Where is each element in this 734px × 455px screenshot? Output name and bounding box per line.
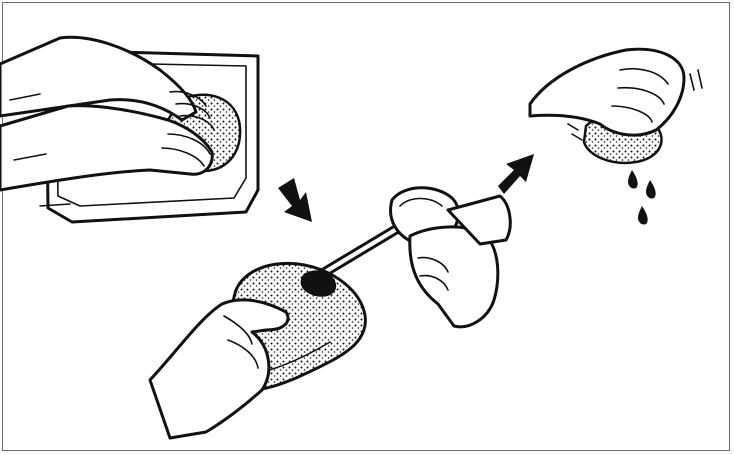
arrow-down-right-icon — [278, 178, 312, 222]
washing-sponge-in-tray-icon — [0, 37, 258, 222]
squeezing-sponge-icon — [530, 49, 702, 224]
oil-can-onto-sponge-icon — [150, 188, 510, 438]
arrow-up-right-icon — [498, 154, 534, 194]
